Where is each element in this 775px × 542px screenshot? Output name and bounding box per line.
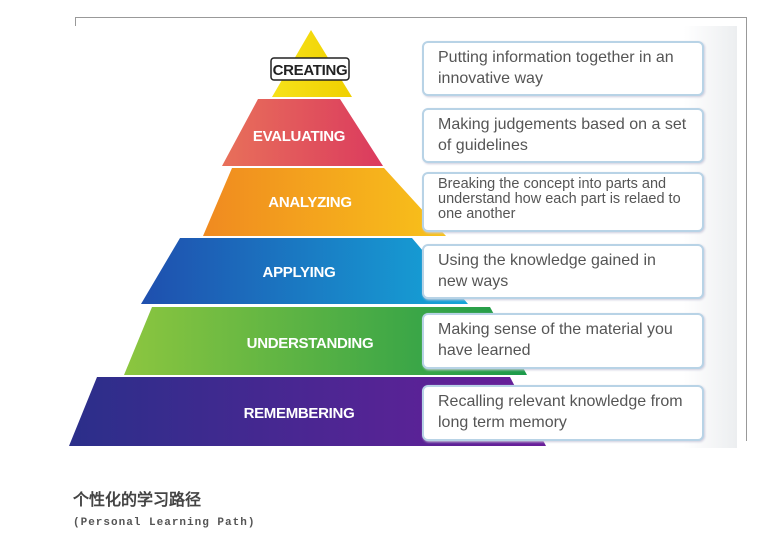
level-label-remembering: REMEMBERING xyxy=(244,405,355,422)
level-label-analyzing: ANALYZING xyxy=(268,194,351,211)
level-label-applying: APPLYING xyxy=(263,264,336,281)
description-evaluating: Making judgements based on a set of guid… xyxy=(422,108,704,163)
description-analyzing: Breaking the concept into parts and unde… xyxy=(422,172,704,232)
pyramid-level-analyzing xyxy=(203,168,446,236)
creating-label-bg xyxy=(270,57,350,81)
description-creating: Putting information together in an innov… xyxy=(422,41,704,96)
level-label-evaluating: EVALUATING xyxy=(253,128,345,145)
description-remembering: Recalling relevant knowledge from long t… xyxy=(422,385,704,441)
description-understanding: Making sense of the material you have le… xyxy=(422,313,704,369)
pyramid-level-evaluating xyxy=(222,99,383,166)
description-applying: Using the knowledge gained in new ways xyxy=(422,244,704,299)
caption-subtitle: (Personal Learning Path) xyxy=(73,517,256,529)
caption-title: 个性化的学习路径 xyxy=(73,492,202,509)
level-label-understanding: UNDERSTANDING xyxy=(247,335,374,352)
pyramid-level-applying xyxy=(141,238,468,304)
level-label-creating: CREATING xyxy=(273,62,348,79)
